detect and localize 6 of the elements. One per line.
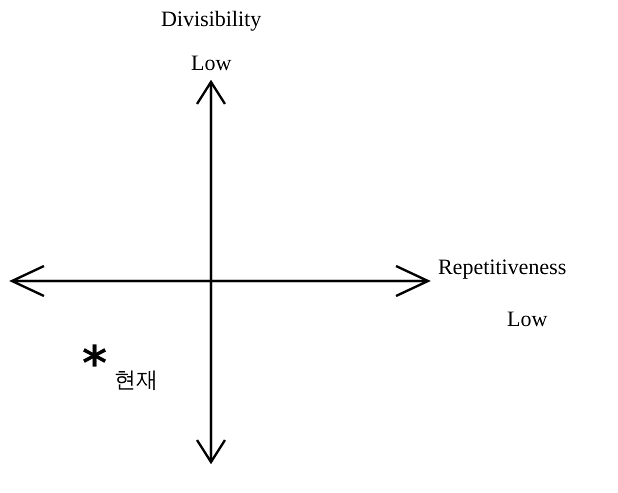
axis-end-label: Low [507,308,548,330]
marker-label: 현재 [114,370,158,392]
axis-end-label: Low [191,52,232,74]
axis-title: Divisibility [161,8,262,30]
axis-title: Repetitiveness [438,256,566,278]
position-marker: * [82,340,108,388]
